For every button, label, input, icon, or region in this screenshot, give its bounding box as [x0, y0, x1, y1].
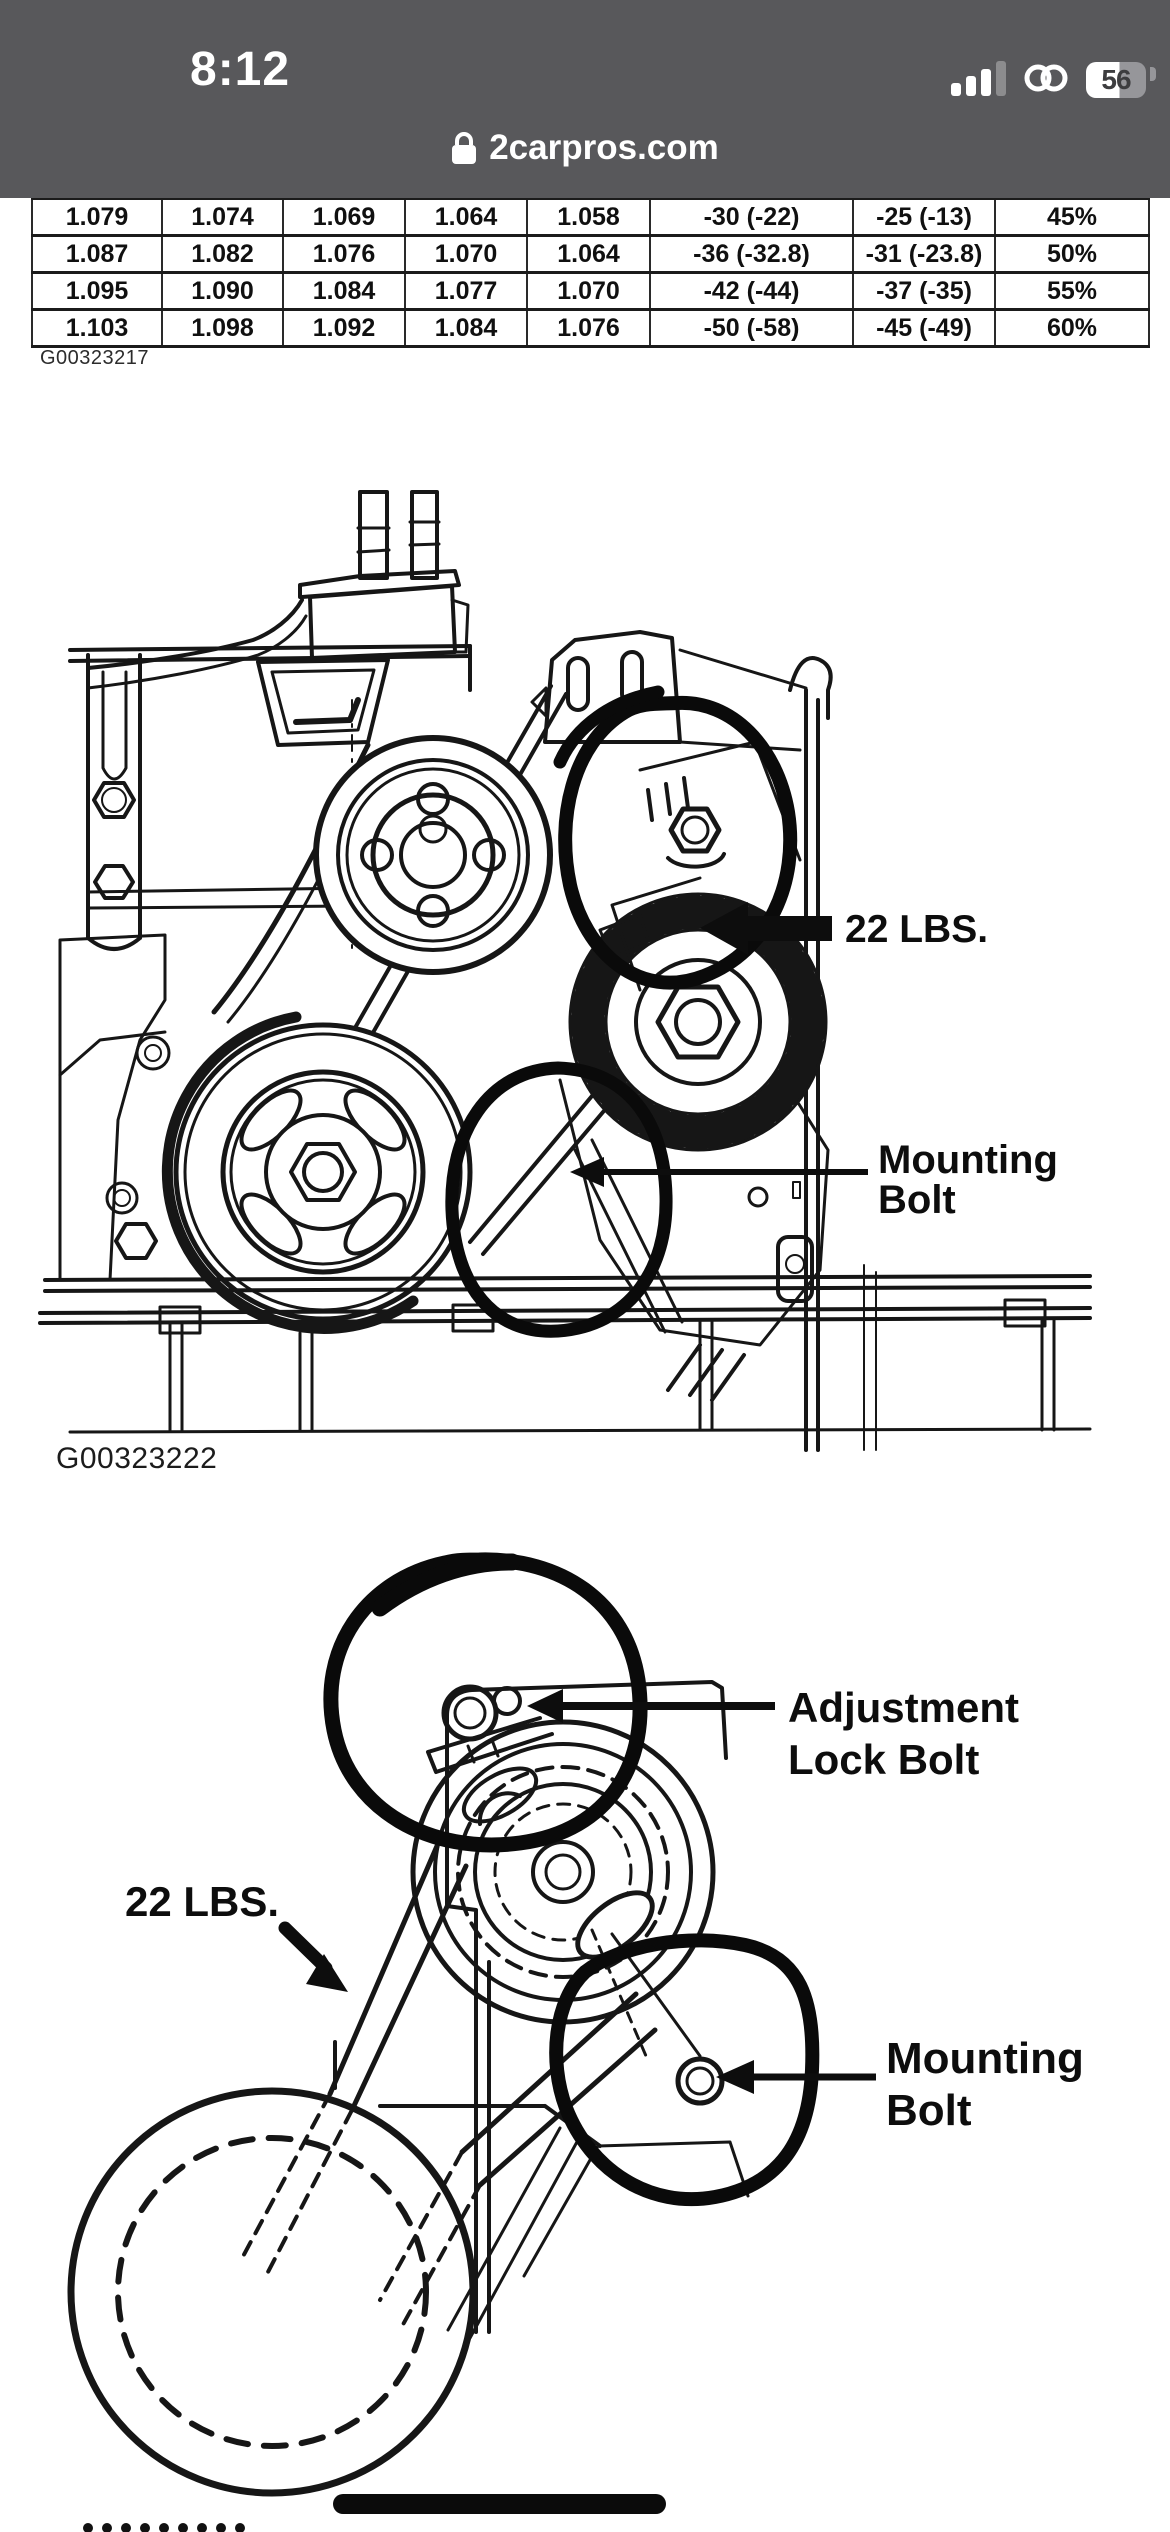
mounting-bolt-label: Bolt	[878, 1178, 956, 1222]
table-cell: 1.079	[31, 197, 163, 237]
mounting-bolt-label: Mounting	[886, 2034, 1084, 2083]
adjustment-lock-bolt-label: Adjustment	[788, 1684, 1019, 1731]
torque-label: 22 LBS.	[845, 908, 988, 951]
adjustment-lock-bolt-callout: Adjustment Lock Bolt	[527, 1684, 1019, 1783]
torque-label: 22 LBS.	[125, 1878, 279, 1925]
adjustment-lock-bolt-label: Lock Bolt	[788, 1736, 979, 1783]
battery-nub	[1150, 67, 1156, 81]
hotspot-link-icon	[1024, 64, 1068, 92]
torque-callout-1: 22 LBS.	[700, 902, 988, 955]
battery-icon: 56	[1086, 62, 1146, 98]
cut-text-dots	[83, 2523, 245, 2532]
mounting-bolt-callout-1: Mounting Bolt	[570, 1138, 1058, 1222]
mounting-bolt-callout-2: Mounting Bolt	[716, 2034, 1084, 2135]
browser-header: 8:12 56 2carpros.com	[0, 0, 1170, 198]
figure-caption: G00323222	[56, 1442, 218, 1475]
divider-bar	[333, 2494, 666, 2514]
url-text: 2carpros.com	[489, 128, 719, 167]
torque-callout-2: 22 LBS.	[125, 1878, 348, 1992]
clock-label: 8:12	[190, 43, 291, 96]
belt-diagram-2: Adjustment Lock Bolt 22 LBS. Mounting Bo…	[67, 1552, 1084, 2532]
battery-percent: 56	[1101, 64, 1131, 95]
mounting-bolt-label: Bolt	[886, 2086, 972, 2135]
lock-icon	[452, 132, 477, 164]
mounting-bolt-label: Mounting	[878, 1138, 1058, 1182]
url-bar[interactable]: 2carpros.com	[0, 118, 1170, 178]
belt-diagram-1: 22 LBS. Mounting Bolt	[38, 490, 1092, 1452]
cellular-signal-icon	[951, 60, 1006, 98]
figure-caption: G00323217	[40, 347, 150, 369]
status-icons: 56	[951, 50, 1156, 98]
